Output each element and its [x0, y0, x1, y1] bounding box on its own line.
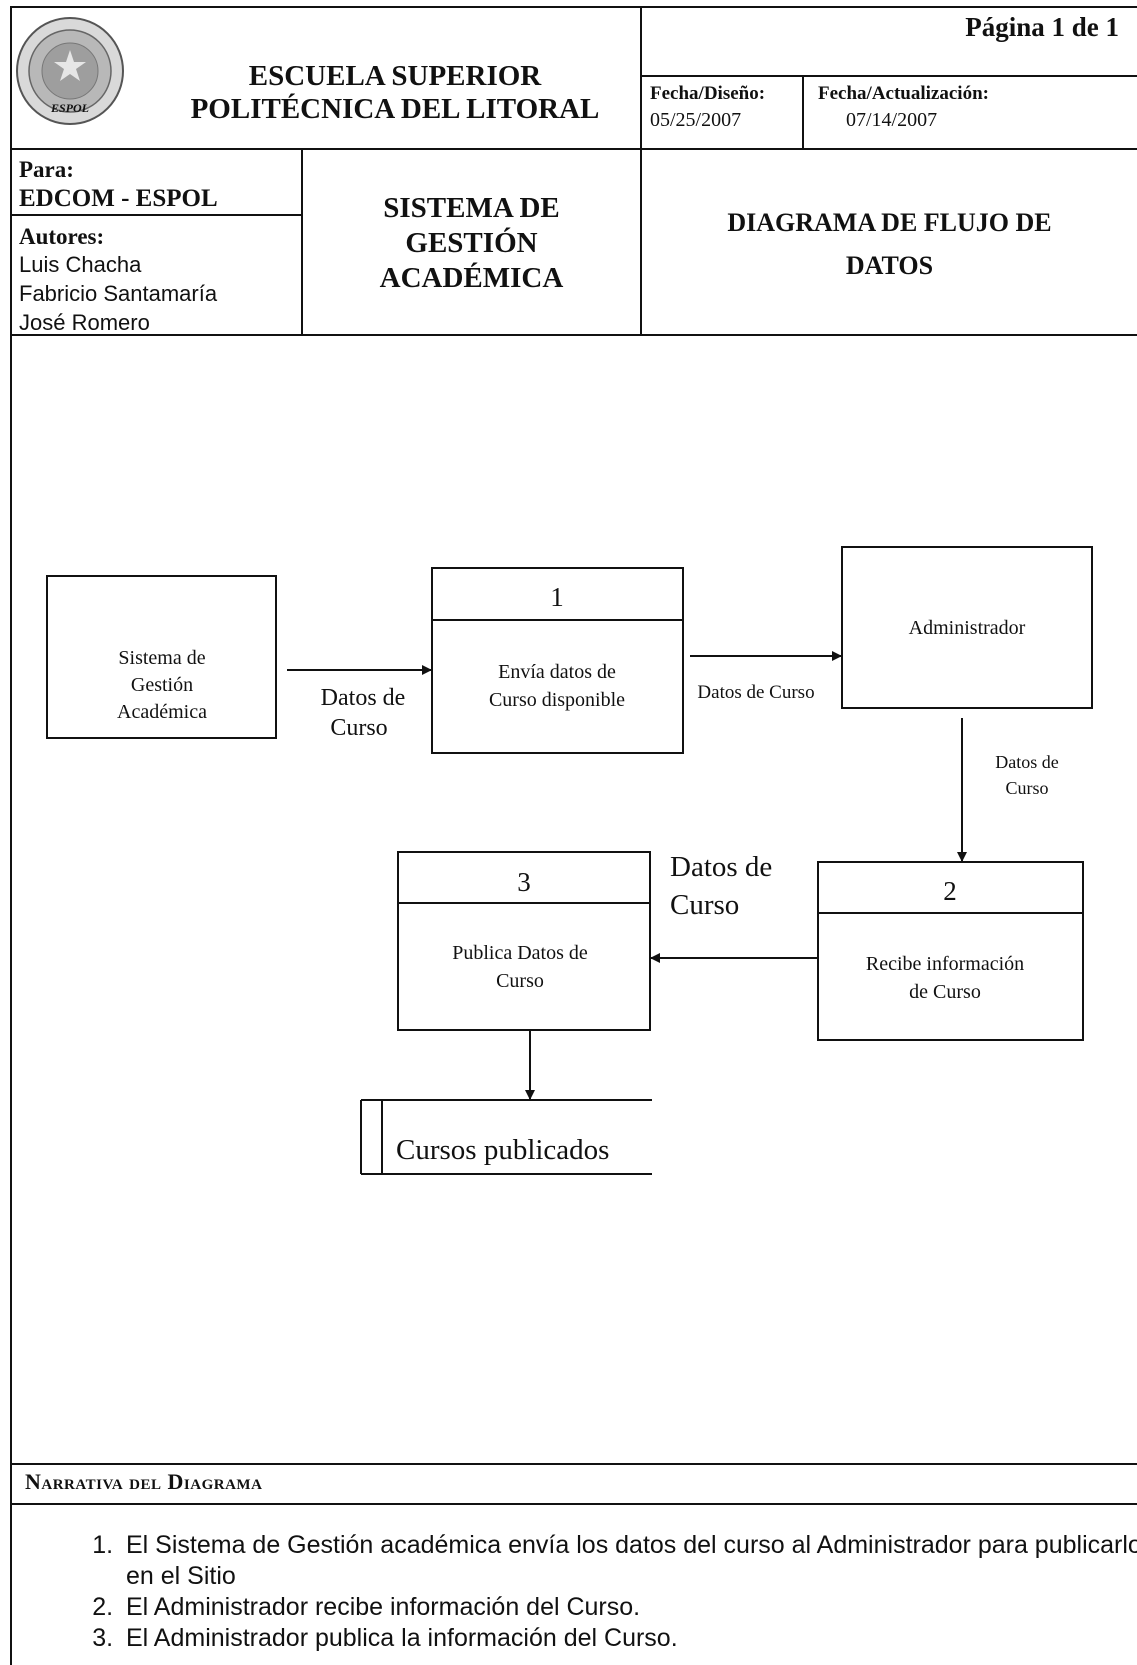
flow-label: Curso: [330, 715, 387, 741]
header-divider-dates: [802, 75, 804, 149]
flow-label: Datos de: [995, 752, 1058, 772]
entity-label: Sistema de: [118, 647, 205, 669]
process-number: 3: [517, 867, 531, 897]
flow-label: Datos de Curso: [697, 682, 814, 703]
entity-label: Administrador: [909, 617, 1026, 639]
narrative-list: El Sistema de Gestión académica envía lo…: [70, 1530, 1137, 1654]
system-name-line1: SISTEMA DE: [383, 192, 560, 224]
process-label: Recibe información: [866, 953, 1024, 975]
process-label: Envía datos de: [498, 661, 616, 683]
system-name-line2: GESTIÓN: [405, 227, 538, 259]
process-1: 1 Envía datos de Curso disponible: [431, 567, 684, 754]
document-type-line2: DATOS: [845, 251, 934, 280]
authors-label: Autores:: [19, 224, 105, 249]
process-2: 2 Recibe información de Curso: [817, 861, 1084, 1041]
design-date-label: Fecha/Diseño:: [650, 83, 766, 104]
process-number: 2: [943, 876, 957, 906]
header-divider-para: [10, 214, 302, 216]
process-label: Publica Datos de: [452, 942, 588, 964]
flow-label: Curso: [1005, 778, 1048, 798]
flow-label: Datos de: [670, 851, 772, 883]
header-divider-top: [10, 148, 1137, 150]
author-name: Luis Chacha: [19, 252, 142, 277]
process-label: Curso disponible: [489, 689, 625, 711]
document-page: [10, 6, 1137, 1665]
data-store-cursos: Cursos publicados: [360, 1099, 652, 1175]
external-entity-administrador: Administrador: [841, 546, 1093, 709]
document-type-line1: DIAGRAMA DE FLUJO DE: [727, 208, 1052, 237]
header-divider-bottom: [10, 334, 1137, 336]
header-divider-v2: [301, 148, 303, 336]
author-name: Fabricio Santamaría: [19, 281, 218, 306]
entity-label: Académica: [117, 701, 207, 723]
flow-label: Curso: [670, 889, 739, 921]
narrative-item: El Sistema de Gestión académica envía lo…: [120, 1530, 1137, 1592]
entity-label: Gestión: [131, 674, 193, 696]
author-name: José Romero: [19, 310, 150, 335]
institution-name-line1: ESCUELA SUPERIOR: [248, 60, 542, 92]
narrative-item: El Administrador publica la información …: [120, 1623, 1137, 1654]
external-entity-sistema: Sistema de Gestión Académica: [46, 575, 277, 739]
design-date-value: 05/25/2007: [650, 109, 742, 131]
process-label: de Curso: [909, 981, 981, 1003]
institution-name-line2: POLITÉCNICA DEL LITORAL: [190, 93, 600, 125]
page-number: Página 1 de 1: [965, 12, 1119, 42]
recipient-label: Para:: [19, 157, 74, 182]
system-name-line3: ACADÉMICA: [379, 262, 564, 294]
narrative-item: El Administrador recibe información del …: [120, 1592, 1137, 1623]
narrative-title: Narrativa del Diagrama: [25, 1469, 263, 1494]
flow-label: Datos de: [321, 685, 406, 711]
narrative-divider-bottom: [10, 1503, 1137, 1505]
process-label: Curso: [496, 970, 544, 992]
update-date-label: Fecha/Actualización:: [818, 83, 989, 104]
header-divider-page: [640, 75, 1137, 77]
process-number: 1: [550, 582, 564, 612]
narrative-divider-top: [10, 1463, 1137, 1465]
seal-label: ESPOL: [50, 101, 89, 115]
recipient-value: EDCOM - ESPOL: [19, 185, 218, 212]
update-date-value: 07/14/2007: [846, 109, 938, 131]
espol-seal-logo: ESPOL: [16, 17, 124, 125]
process-3: 3 Publica Datos de Curso: [397, 851, 651, 1031]
data-store-label: Cursos publicados: [396, 1134, 609, 1166]
header-divider-v1: [640, 6, 642, 336]
